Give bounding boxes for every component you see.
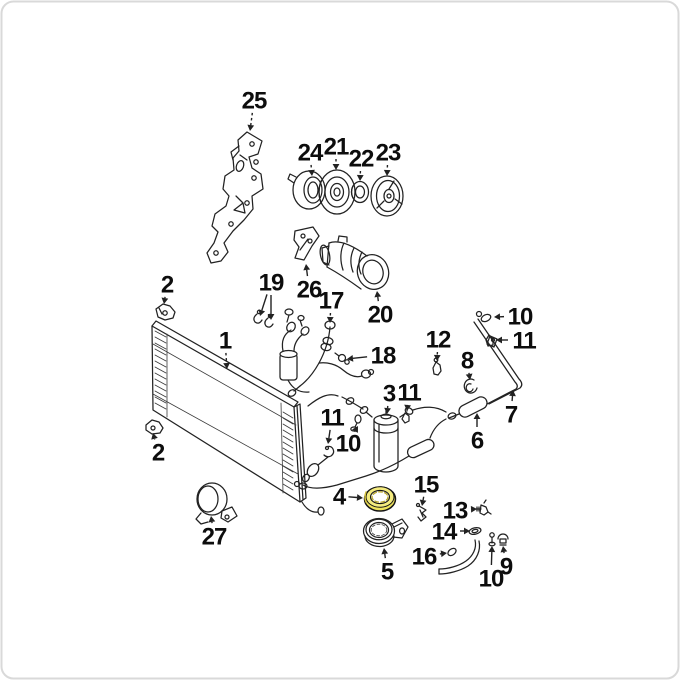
callout-22: 22 [349,146,375,181]
callout-27: 27 [202,516,228,551]
part-1-condenser [151,320,325,516]
part-2-bracket-upper [155,303,176,321]
callout-label-5: 5 [381,559,394,586]
part-4-seal-ring-highlighted[interactable] [363,486,397,512]
callout-26: 26 [297,264,323,304]
callout-23: 23 [376,140,402,176]
callout-10: 10 [494,304,534,331]
part-17-hose-assembly [279,308,375,397]
callout-24: 24 [298,140,325,176]
callout-10: 10 [336,426,362,458]
part-20-compressor [319,235,390,290]
part-15-clip [415,502,427,522]
callout-label-10: 10 [336,431,361,458]
callout-label-21: 21 [324,134,349,161]
callout-4: 4 [333,484,363,511]
part-16-tube [438,539,481,575]
callout-6: 6 [471,413,485,455]
callout-label-4[interactable]: 4 [333,484,348,511]
callout-label-12: 12 [426,327,451,354]
callout-11: 11 [397,380,422,411]
callout-1: 1 [219,328,233,369]
callout-label-23: 23 [376,140,401,167]
part-21-pulley [318,169,356,215]
callout-label-26: 26 [297,277,322,304]
callout-label-16: 16 [412,544,437,571]
callout-label-11: 11 [397,380,421,407]
callout-19: 19 [258,270,285,320]
part-14-oring [468,527,482,535]
callout-label-2: 2 [152,440,165,467]
part-22-bearing [350,180,370,204]
callout-label-18: 18 [371,343,396,370]
callout-label-17: 17 [319,288,344,315]
callout-18: 18 [347,343,397,370]
callout-14: 14 [432,519,470,546]
part-7-pipe [473,318,523,405]
part-3-receiver-drier [359,406,414,473]
part-10-fitting-top [475,310,492,323]
callout-13: 13 [443,498,477,525]
callout-label-10: 10 [479,566,504,593]
callout-label-2: 2 [161,272,174,299]
callout-label-1: 1 [219,328,232,355]
callout-label-9: 9 [500,554,513,581]
callout-label-11: 11 [320,405,344,432]
part-26-bracket [293,226,320,261]
part-13-switch [475,499,492,516]
callout-2: 2 [161,272,175,304]
part-27-fan-motor [195,482,238,525]
callout-11: 11 [320,405,345,444]
callout-3: 3 [383,381,397,414]
callout-label-20: 20 [368,302,393,329]
callout-12: 12 [426,327,452,361]
callout-8: 8 [461,348,475,380]
callout-label-7: 7 [505,402,518,429]
callout-label-10: 10 [508,304,533,331]
callout-15: 15 [414,472,440,506]
part-18-fitting [334,352,350,365]
callout-16: 16 [412,544,447,571]
callout-10: 10 [479,546,505,593]
callout-20: 20 [368,291,394,329]
part-5-clamp-ring [362,517,409,548]
callout-label-6: 6 [471,428,484,455]
callout-label-3: 3 [383,381,396,408]
callout-21: 21 [324,134,350,170]
part-10-pin-bottom [488,532,496,547]
part-9-grommet [497,533,509,546]
callout-label-13: 13 [443,498,468,525]
callout-label-14: 14 [432,519,458,546]
callout-25: 25 [242,88,268,131]
callout-label-25: 25 [242,88,267,115]
callout-label-27: 27 [202,524,227,551]
callout-label-11: 11 [512,328,536,355]
callout-11: 11 [496,328,537,355]
callout-label-8: 8 [461,348,474,375]
callout-9: 9 [500,546,514,581]
part-10-insulator-left [350,414,362,432]
callout-label-19: 19 [259,270,284,297]
part-6-hose-assembly [293,394,488,490]
callout-2: 2 [151,433,166,467]
callout-label-24: 24 [298,140,324,167]
part-2-bracket-lower [145,419,164,435]
callout-17: 17 [319,288,345,323]
callout-5: 5 [381,548,395,586]
callout-7: 7 [505,390,519,429]
part-25-mount-bracket [206,131,264,264]
callout-label-15: 15 [414,472,439,499]
part-11-clip-left [323,445,335,458]
callout-label-22: 22 [349,146,374,173]
